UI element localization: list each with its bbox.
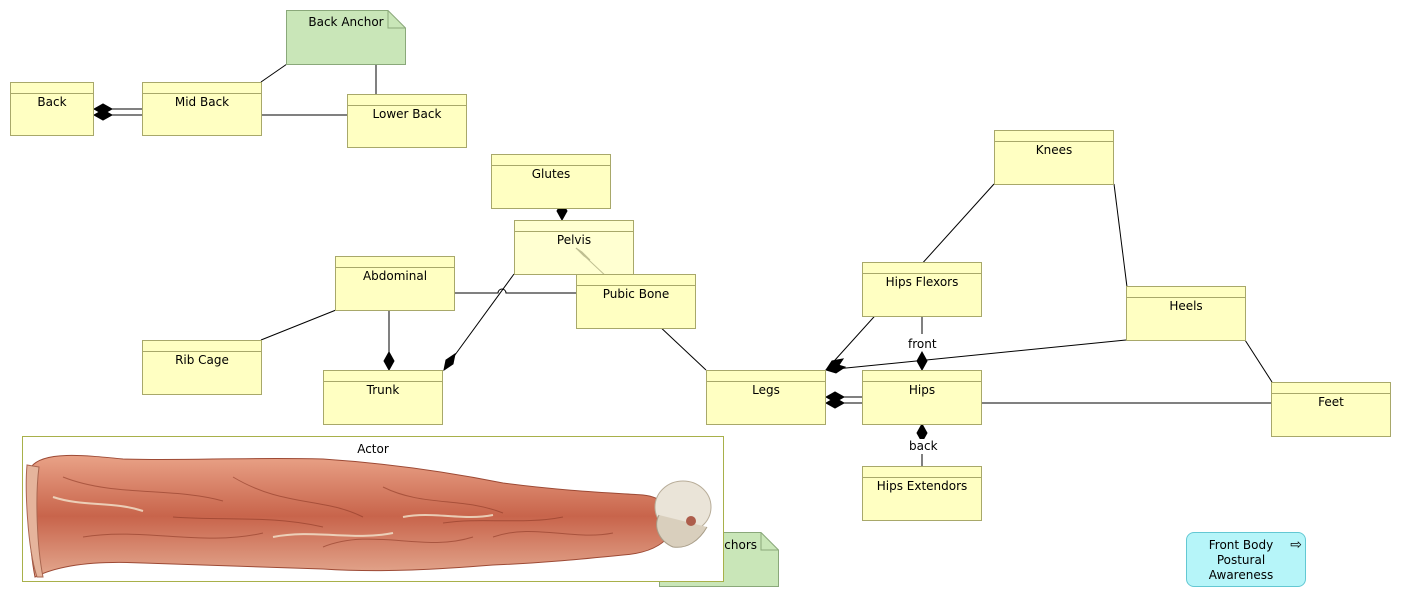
link-front-body-postural-awareness[interactable]: Front Body Postural Awareness ⇨ [1186, 532, 1306, 587]
class-knees[interactable]: Knees [994, 130, 1114, 185]
class-back-label: Back [37, 95, 67, 109]
class-hips[interactable]: Hips [862, 370, 982, 425]
diamond-hips-top [916, 350, 928, 372]
class-hips-extendors[interactable]: Hips Extendors [862, 466, 982, 521]
class-trunk[interactable]: Trunk [323, 370, 443, 425]
class-hips-label: Hips [908, 383, 936, 397]
class-knees-label: Knees [1035, 143, 1073, 157]
class-glutes[interactable]: Glutes [491, 154, 611, 209]
class-mid-back[interactable]: Mid Back [142, 82, 262, 136]
edge-abdominal-pubic [454, 288, 576, 294]
class-pubic-bone[interactable]: Pubic Bone [576, 274, 696, 329]
class-lower-back-label: Lower Back [372, 107, 442, 121]
class-feet-label: Feet [1318, 395, 1344, 409]
diamond-trunk-right [443, 352, 456, 372]
edge-label-front: front [908, 337, 937, 351]
class-mid-back-label: Mid Back [174, 95, 230, 109]
edge-label-back: back [909, 439, 938, 453]
diamond-trunk [383, 350, 395, 372]
class-feet[interactable]: Feet [1271, 382, 1391, 437]
class-glutes-label: Glutes [531, 167, 571, 181]
class-rib-cage[interactable]: Rib Cage [142, 340, 262, 395]
class-legs-label: Legs [752, 383, 780, 397]
link-label: Front Body Postural Awareness [1208, 538, 1274, 582]
class-hips-extendors-label: Hips Extendors [876, 479, 968, 493]
diamond-back-2 [92, 109, 114, 121]
edge-ribcage-abdominal [260, 309, 337, 341]
class-pubic-bone-label: Pubic Bone [602, 287, 670, 301]
edge-knees-heels [1113, 183, 1128, 288]
class-rib-cage-label: Rib Cage [175, 353, 229, 367]
class-lower-back[interactable]: Lower Back [347, 94, 467, 148]
edge-anchor-midback [260, 63, 288, 83]
class-heels-label: Heels [1169, 299, 1203, 313]
note-shape [286, 10, 406, 65]
edge-heels-feet [1244, 339, 1273, 383]
note-back-anchor-label: Back Anchor [308, 15, 384, 29]
class-abdominal-label: Abdominal [362, 269, 428, 283]
class-hips-flexors[interactable]: Hips Flexors [862, 262, 982, 317]
class-hips-flexors-label: Hips Flexors [885, 275, 959, 289]
class-trunk-label: Trunk [366, 383, 400, 397]
class-pelvis[interactable]: Pelvis [514, 220, 634, 275]
diamond-legs-heels [824, 363, 847, 374]
actor-label: Actor [357, 442, 389, 456]
class-legs[interactable]: Legs [706, 370, 826, 425]
diamond-legs-2 [824, 397, 846, 409]
actor-element[interactable]: Actor [22, 436, 724, 582]
edge-heels-legs [825, 339, 1127, 371]
arrow-right-icon: ⇨ [1290, 537, 1302, 553]
note-back-anchor[interactable]: Back Anchor [286, 10, 406, 65]
edge-pelvis-trunk [443, 273, 515, 371]
class-heels[interactable]: Heels [1126, 286, 1246, 341]
class-abdominal[interactable]: Abdominal [335, 256, 455, 311]
class-back[interactable]: Back [10, 82, 94, 136]
class-pelvis-label: Pelvis [556, 233, 592, 247]
muscle-figure-illustration [25, 454, 712, 578]
